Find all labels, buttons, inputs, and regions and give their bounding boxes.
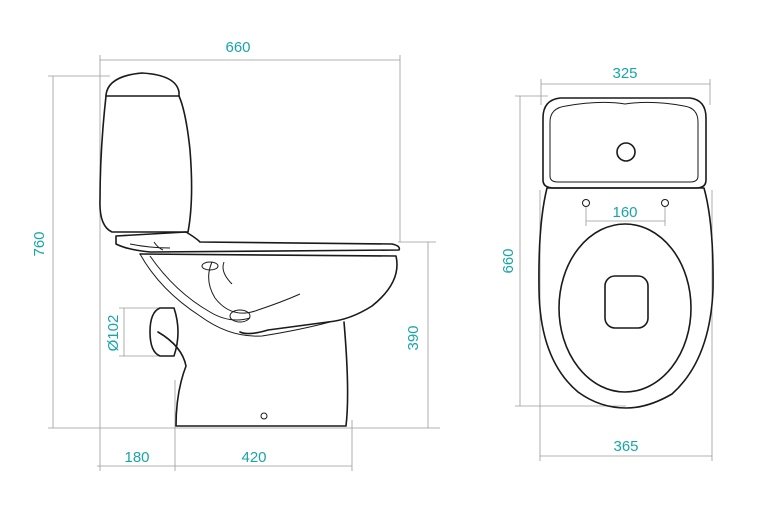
side-dimension-lines xyxy=(48,55,440,471)
dim-hole-spacing: 160 xyxy=(612,204,637,221)
dim-tank-width: 325 xyxy=(612,65,637,82)
bowl-outer xyxy=(139,253,398,335)
dim-top-depth: 660 xyxy=(500,248,517,273)
drain-opening xyxy=(604,275,649,329)
seat-lid xyxy=(115,231,401,253)
outlet-pipe xyxy=(149,307,179,357)
hinge-hole-right xyxy=(661,199,669,207)
trap-outlet xyxy=(229,309,251,323)
tank-lid xyxy=(105,72,180,97)
tank-body xyxy=(99,95,193,233)
fixing-hole xyxy=(260,412,268,420)
top-dimension-lines xyxy=(515,79,713,461)
hinge-hole-left xyxy=(582,199,590,207)
flush-button xyxy=(616,142,636,162)
trapway xyxy=(139,253,331,337)
side-view: 660 760 Ø102 390 180 420 xyxy=(31,39,440,471)
dim-side-height: 760 xyxy=(31,231,48,256)
top-view: 325 660 160 365 xyxy=(500,65,714,461)
dim-base-left: 180 xyxy=(124,449,149,466)
dim-base-right: 420 xyxy=(241,449,266,466)
dim-outlet-height: 390 xyxy=(405,325,422,350)
tank-top-inner xyxy=(549,101,699,183)
dim-pipe-diameter: Ø102 xyxy=(105,315,122,352)
jet-hole xyxy=(201,261,219,271)
dim-overall-width: 365 xyxy=(613,438,638,455)
bowl-top-outer xyxy=(538,187,714,409)
dim-side-width: 660 xyxy=(225,39,250,56)
seat-hinge xyxy=(129,241,171,251)
pedestal xyxy=(157,321,349,427)
seat-opening xyxy=(558,223,692,393)
